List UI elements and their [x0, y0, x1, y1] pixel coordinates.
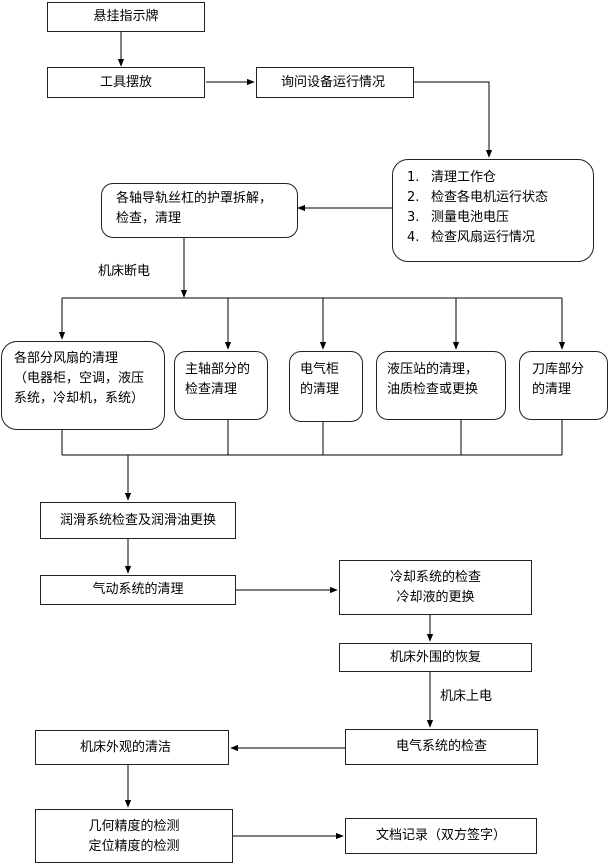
power-off-label: 机床断电 — [98, 264, 151, 279]
cabinet-line-1: 电气柜 — [300, 362, 340, 377]
pneumatic-box: 气动系统的清理 — [40, 575, 236, 605]
inquire-text: 询问设备运行情况 — [281, 74, 386, 90]
electric-text: 电气系统的检查 — [395, 739, 487, 754]
power-on-label: 机床上电 — [440, 689, 493, 704]
fans-line-3: 系统，冷却机，系统） — [14, 391, 145, 406]
spindle-box: 主轴部分的 检查清理 — [174, 351, 268, 420]
hydraulic-line-2: 油质检查或更换 — [387, 382, 479, 397]
guard-line-2: 检查，清理 — [116, 211, 182, 226]
cabinet-line-2: 的清理 — [300, 382, 340, 397]
tools-text: 工具摆放 — [99, 74, 152, 90]
checklist-item: 1.清理工作仓 — [407, 170, 497, 185]
precision-line-2: 定位精度的检测 — [88, 839, 180, 854]
magazine-box: 刀库部分 的清理 — [519, 351, 608, 420]
checklist-item: 3.测量电池电压 — [407, 210, 510, 225]
perimeter-text: 机床外围的恢复 — [389, 649, 481, 665]
coolant-line-1: 冷却系统的检查 — [389, 570, 481, 585]
lube-text: 润滑系统检查及润滑油更换 — [59, 512, 216, 528]
precision-box: 几何精度的检测 定位精度的检测 — [35, 809, 233, 863]
checklist-item: 4.检查风扇运行情况 — [407, 230, 536, 245]
checklist-item: 2.检查各电机运行状态 — [407, 190, 549, 205]
coolant-box: 冷却系统的检查 冷却液的更换 — [339, 560, 532, 615]
fans-line-1: 各部分风扇的清理 — [14, 351, 119, 366]
exterior-box: 机床外观的清洁 — [35, 730, 229, 765]
spindle-line-2: 检查清理 — [185, 382, 238, 397]
guard-line-1: 各轴导轨丝杠的护罩拆解， — [116, 191, 273, 206]
guard-box: 各轴导轨丝杠的护罩拆解， 检查，清理 — [101, 183, 298, 238]
checklist: 1.清理工作仓 2.检查各电机运行状态 3.测量电池电压 4.检查风扇运行情况 — [407, 168, 593, 248]
coolant-line-2: 冷却液的更换 — [396, 590, 475, 605]
docs-text: 文档记录（双方签字） — [375, 828, 506, 843]
pneumatic-text: 气动系统的清理 — [92, 582, 184, 597]
hydraulic-box: 液压站的清理， 油质检查或更换 — [376, 351, 506, 420]
docs-box: 文档记录（双方签字） — [345, 818, 537, 854]
hydraulic-line-1: 液压站的清理， — [387, 362, 479, 377]
fans-line-2: （电器柜，空调，液压 — [14, 371, 145, 386]
precision-line-1: 几何精度的检测 — [88, 819, 180, 834]
perimeter-box: 机床外围的恢复 — [339, 643, 532, 672]
spindle-line-1: 主轴部分的 — [185, 362, 251, 377]
magazine-line-2: 的清理 — [532, 382, 572, 397]
lube-box: 润滑系统检查及润滑油更换 — [40, 502, 236, 539]
checklist-box: 1.清理工作仓 2.检查各电机运行状态 3.测量电池电压 4.检查风扇运行情况 — [392, 159, 594, 262]
hang-sign-box: 悬挂指示牌 — [47, 2, 205, 32]
fans-box: 各部分风扇的清理 （电器柜，空调，液压 系统，冷却机，系统） — [1, 341, 165, 430]
hang-sign-text: 悬挂指示牌 — [93, 9, 159, 24]
magazine-line-1: 刀库部分 — [532, 362, 585, 377]
cabinet-box: 电气柜 的清理 — [289, 351, 363, 422]
tools-box: 工具摆放 — [47, 67, 205, 98]
exterior-text: 机床外观的清洁 — [80, 739, 172, 755]
electric-box: 电气系统的检查 — [345, 729, 538, 765]
inquire-box: 询问设备运行情况 — [256, 67, 414, 98]
